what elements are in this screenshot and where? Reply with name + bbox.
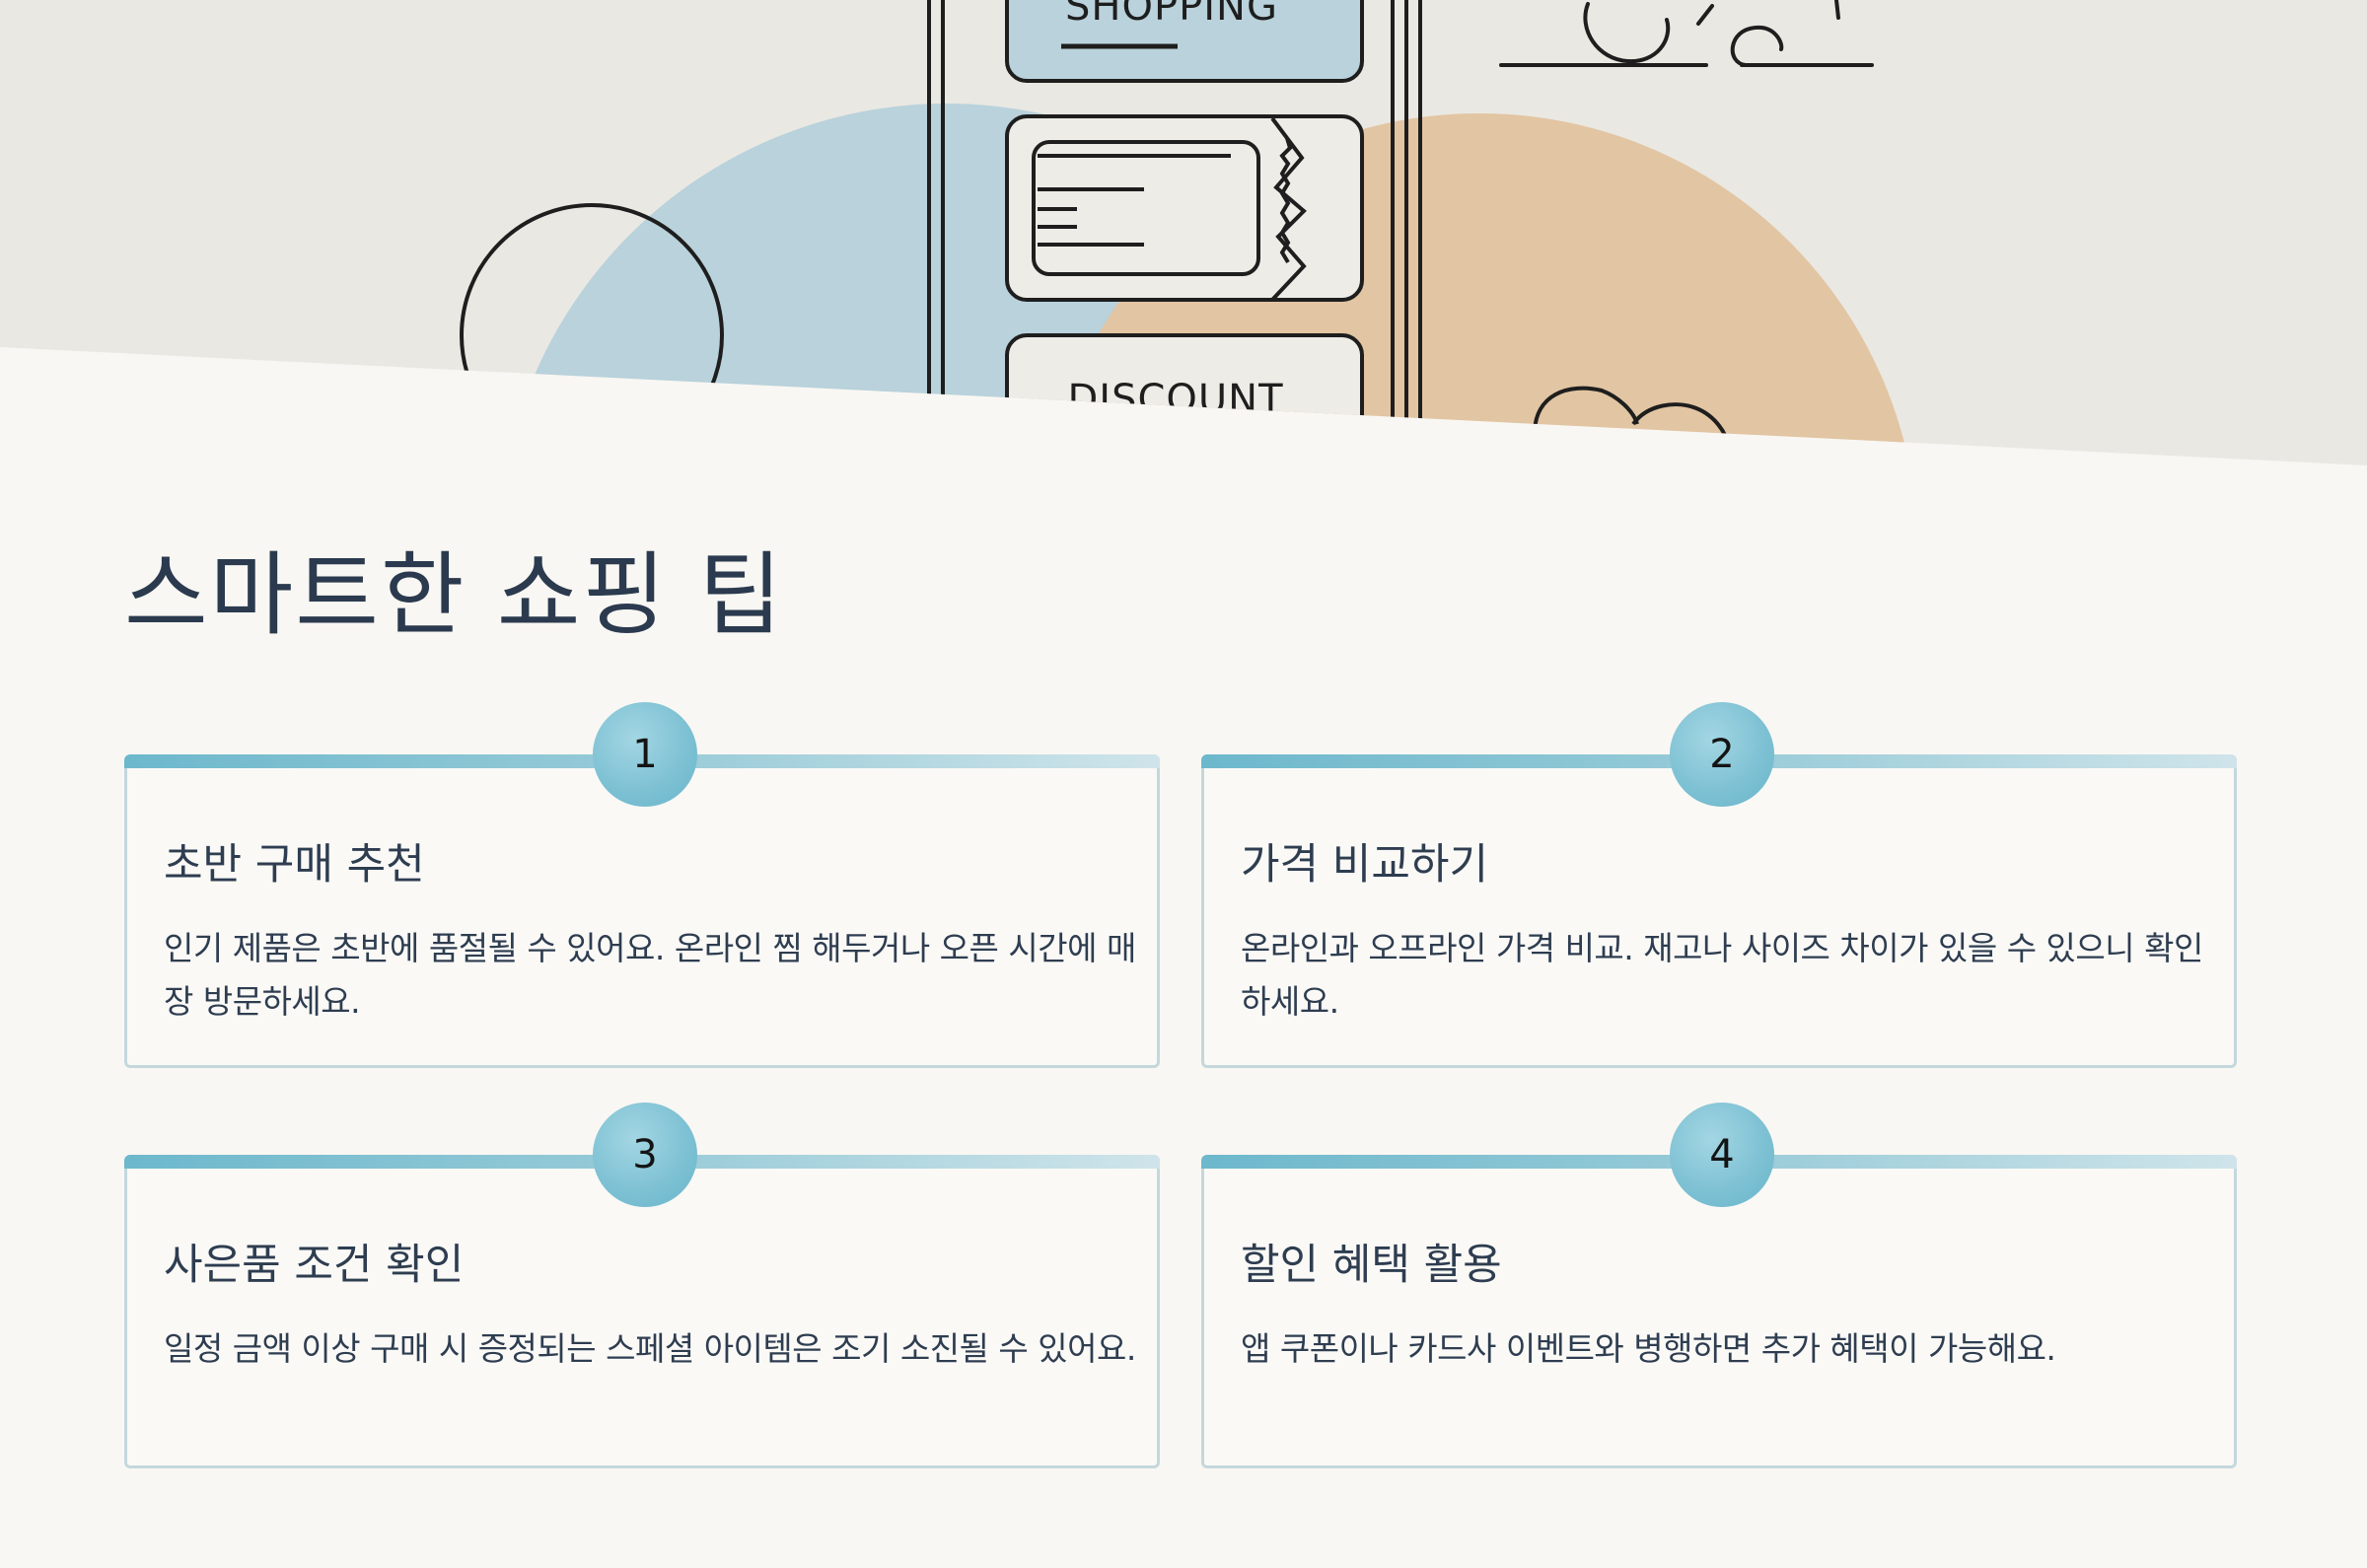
section-title: 스마트한 쇼핑 팁	[124, 542, 784, 648]
tip-number-badge: 1	[593, 702, 697, 807]
bubble-circle-shape	[460, 203, 724, 465]
tip-card-2: 2 가격 비교하기 온라인과 오프라인 가격 비교. 재고나 사이즈 차이가 있…	[1201, 702, 2237, 1068]
tips-grid: 1 초반 구매 추천 인기 제품은 초반에 품절될 수 있어요. 온라인 찜 해…	[124, 702, 2243, 1468]
hero-illustration: SHOPPING DISCOUNT	[0, 0, 2367, 473]
shopping-panel-shape	[1005, 0, 1364, 83]
tip-card-3: 3 사은품 조건 확인 일정 금액 이상 구매 시 증정되는 스페셜 아이템은 …	[124, 1103, 1160, 1468]
tip-description: 일정 금액 이상 구매 시 증정되는 스페셜 아이템은 조기 소진될 수 있어요…	[164, 1329, 1136, 1368]
tip-description: 온라인과 오프라인 가격 비교. 재고나 사이즈 차이가 있을 수 있으니 확인…	[1241, 929, 2203, 1021]
tip-card-4: 4 할인 혜택 활용 앱 쿠폰이나 카드사 이벤트와 병행하면 추가 혜택이 가…	[1201, 1103, 2237, 1468]
peach-blob-shape	[1040, 113, 1918, 465]
ticket-panel-shape	[1005, 114, 1364, 302]
discount-label: DISCOUNT	[1067, 377, 1283, 422]
tip-title: 사은품 조건 확인	[164, 1241, 465, 1290]
tip-number-badge: 3	[593, 1103, 697, 1207]
tip-description: 앱 쿠폰이나 카드사 이벤트와 병행하면 추가 혜택이 가능해요.	[1241, 1329, 2056, 1368]
tip-card-1: 1 초반 구매 추천 인기 제품은 초반에 품절될 수 있어요. 온라인 찜 해…	[124, 702, 1160, 1068]
tip-number-badge: 4	[1670, 1103, 1774, 1207]
tip-title: 가격 비교하기	[1241, 840, 1489, 890]
shopping-tips-section: 스마트한 쇼핑 팁 1 초반 구매 추천 인기 제품은 초반에 품절될 수 있어…	[124, 533, 2243, 1468]
tip-number-badge: 2	[1670, 702, 1774, 807]
tip-title: 할인 혜택 활용	[1241, 1241, 1502, 1290]
wind-cloud-icon	[1499, 0, 1874, 67]
tip-description: 인기 제품은 초반에 품절될 수 있어요. 온라인 찜 해두거나 오픈 시간에 …	[164, 929, 1136, 1021]
coupon-ticket-icon	[1032, 116, 1307, 302]
cloud-icon	[1533, 386, 1730, 445]
shopping-label: SHOPPING	[1065, 0, 1278, 30]
tip-title: 초반 구매 추천	[164, 840, 425, 890]
